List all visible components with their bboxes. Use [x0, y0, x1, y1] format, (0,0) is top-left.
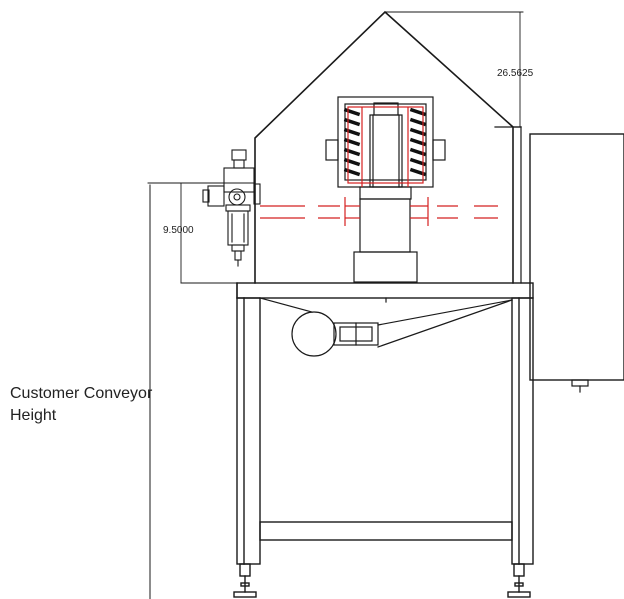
conveyor-height-label-line2: Height — [10, 407, 57, 424]
bracket-height-dimension-label: 9.5000 — [163, 225, 194, 236]
filter-regulator-unit — [202, 149, 261, 267]
support-frame — [233, 282, 534, 598]
red-process-lines — [260, 106, 498, 226]
bracket-dimension-lines — [147, 182, 256, 284]
hood-enclosure — [254, 10, 522, 284]
motor-and-belt — [259, 297, 513, 357]
right-coil-spring — [409, 107, 427, 177]
inner-assembly — [325, 96, 446, 283]
conveyor-height-label-line1: Customer Conveyor — [10, 385, 153, 402]
overall-height-dimension-label: 26.5625 — [497, 68, 534, 79]
electrical-cabinet — [529, 133, 624, 393]
overall-height-dimension-lines — [384, 11, 524, 128]
